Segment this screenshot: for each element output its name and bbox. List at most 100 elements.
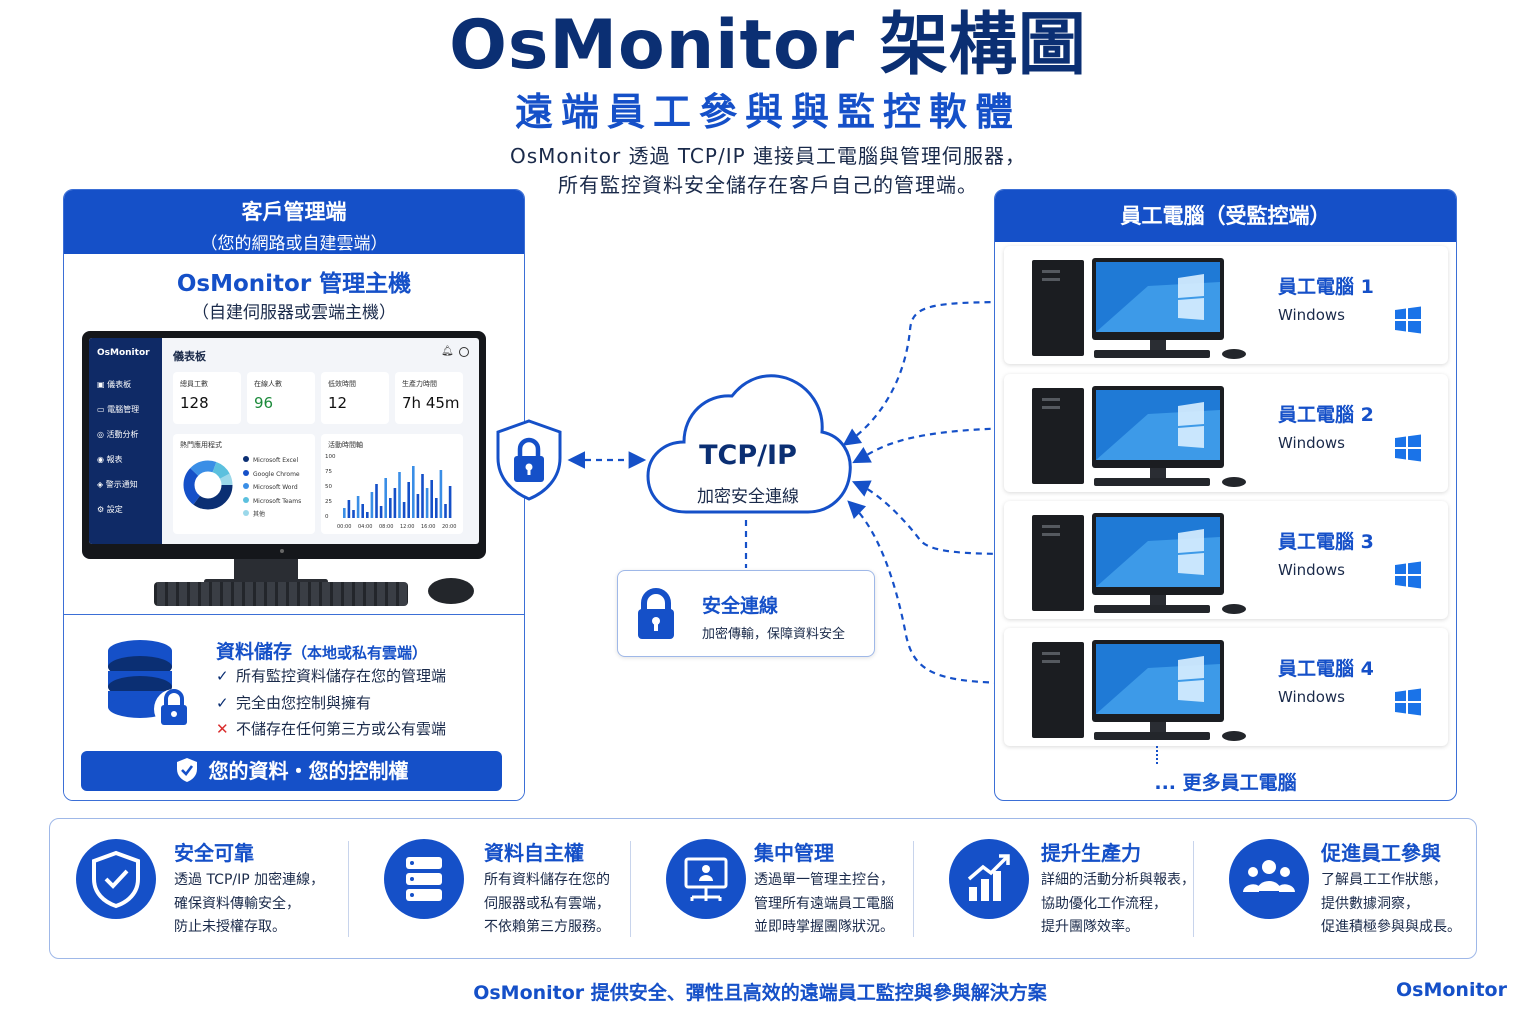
secure-connection-box: 安全連線 加密傳輸，保障資料安全 [617,570,875,657]
page-subtitle: 遠端員工參與與監控軟體 [514,90,1021,134]
footer-brand: OsMonitor [1396,979,1507,1001]
apps-donut-chart [183,460,233,510]
more-dots [1156,746,1158,764]
timeline-bar [379,506,383,518]
dashboard-sidebar: OsMonitor ▣ 儀表板 ▭ 電腦管理 ◎ 活動分析 ◉ 報表 ◈ 警示通… [89,338,162,544]
secure-connection-title: 安全連線 [702,595,779,617]
y-tick-label: 0 [325,514,329,520]
x-tick-label: 04:00 [358,524,372,530]
legend-dot [243,456,249,462]
timeline-bar [430,480,433,518]
storage-item-3: ✕不儲存在任何第三方或公有雲端 [216,720,447,738]
employee-name: 員工電腦 4 [1278,658,1374,680]
app-legend-item: Microsoft Word [243,481,301,495]
feature-title: 資料自主權 [484,841,584,865]
timeline-bar [407,482,410,518]
timeline-bar [389,498,392,518]
desktop-computer-icon [1032,640,1246,741]
legend-dot [243,496,249,503]
timeline-bar [393,488,397,518]
desktop-computer-icon [1032,513,1246,614]
y-tick-label: 100 [325,454,336,460]
x-tick-label: 20:00 [442,524,456,530]
monitor-stand [234,559,298,581]
employee-card-2[interactable]: 員工電腦 2 Windows [1004,374,1448,492]
nav-item-reports[interactable]: ◉ 報表 [97,455,123,464]
desktop-computer-icon [1032,386,1246,487]
timeline-bar [343,508,346,518]
timeline-bar [435,498,438,518]
dashboard-title: 儀表板 [173,350,206,363]
management-monitor: OsMonitor ▣ 儀表板 ▭ 電腦管理 ◎ 活動分析 ◉ 報表 ◈ 警示通… [82,331,486,559]
x-tick-label: 08:00 [379,524,393,530]
bell-icon[interactable]: 🔔︎ [441,346,454,357]
link-emp-1 [842,293,1021,446]
y-tick-label: 75 [325,469,332,475]
host-title: OsMonitor 管理主機 [176,271,412,297]
timeline-bar [402,502,406,518]
timeline-bar [361,504,364,518]
y-tick-label: 50 [325,484,332,490]
nav-item-computers[interactable]: ▭ 電腦管理 [97,405,140,414]
footer-tagline: OsMonitor 提供安全、彈性且高效的遠端員工監控與參與解決方案 [473,982,1047,1004]
client-panel-header: 客戶管理端 （您的網路或自建雲端） [64,190,524,254]
feature-description: 透過 TCP/IP 加密連線，確保資料傳輸安全，防止未授權存取。 [174,872,325,935]
nav-item-activity[interactable]: ◎ 活動分析 [97,430,139,439]
cloud-title: TCP/IP [699,440,797,471]
feature-divider [913,841,914,937]
description-line-2: 所有監控資料安全儲存在客戶自己的管理端。 [558,173,978,197]
x-tick-label: 12:00 [400,524,414,530]
data-storage-section: 資料儲存（本地或私有雲端） ✓所有監控資料儲存在您的管理端 ✓完全由您控制與擁有… [64,614,524,800]
employee-name: 員工電腦 1 [1278,276,1374,298]
client-management-panel: 客戶管理端 （您的網路或自建雲端） OsMonitor 管理主機 （自建伺服器或… [63,189,525,801]
nav-item-dashboard[interactable]: ▣ 儀表板 [97,380,132,389]
cloud-icon [646,374,852,514]
central-monitor-icon [684,857,728,901]
app-legend-item: Microsoft Excel [243,454,301,468]
client-panel-subtitle: （您的網路或自建雲端） [200,234,388,254]
y-tick-label: 25 [325,499,332,505]
storage-item-1: ✓所有監控資料儲存在您的管理端 [216,667,447,685]
feature-4: 提升生產力詳細的活動分析與報表，協助優化工作流程，提升團隊效率。 [923,819,1203,960]
timeline-bar [412,466,415,518]
timeline-bar [444,504,447,518]
timeline-bar [448,486,452,518]
nav-item-alerts[interactable]: ◈ 警示通知 [97,480,138,489]
features-bar: 安全可靠透過 TCP/IP 加密連線，確保資料傳輸安全，防止未授權存取。 資料自主… [49,818,1477,959]
x-tick-label: 16:00 [421,524,435,530]
database-lock-icon [108,640,194,729]
user-icon[interactable] [459,347,469,357]
desktop-computer-icon [1032,258,1246,359]
feature-title: 集中管理 [754,841,834,865]
host-subtitle: （自建伺服器或雲端主機） [192,303,396,323]
shield-check-icon [92,850,140,909]
employee-panel-title: 員工電腦（受監控端） [995,190,1456,242]
windows-icon [1395,688,1421,716]
nav-item-settings[interactable]: ⚙ 設定 [97,505,123,514]
feature-divider [1193,841,1194,937]
windows-icon [1395,561,1421,589]
x-tick-label: 00:00 [337,524,351,530]
client-panel-title: 客戶管理端 [241,200,347,224]
employee-name: 員工電腦 2 [1278,404,1374,426]
shield-lock-icon [496,419,562,501]
feature-divider [630,841,631,937]
feature-1: 安全可靠透過 TCP/IP 加密連線，確保資料傳輸安全，防止未授權存取。 [50,819,358,960]
timeline-bar [425,488,429,518]
timeline-bar [347,500,351,518]
feature-description: 所有資料儲存在您的伺服器或私有雲端，不依賴第三方服務。 [484,872,610,935]
link-emp-2 [852,419,1021,464]
legend-dot [243,469,249,476]
timeline-bar [384,478,387,518]
secure-connection-subtitle: 加密傳輸，保障資料安全 [702,627,846,642]
employee-os: Windows [1278,434,1345,452]
description-line-1: OsMonitor 透過 TCP/IP 連接員工電腦與管理伺服器， [509,144,1027,168]
